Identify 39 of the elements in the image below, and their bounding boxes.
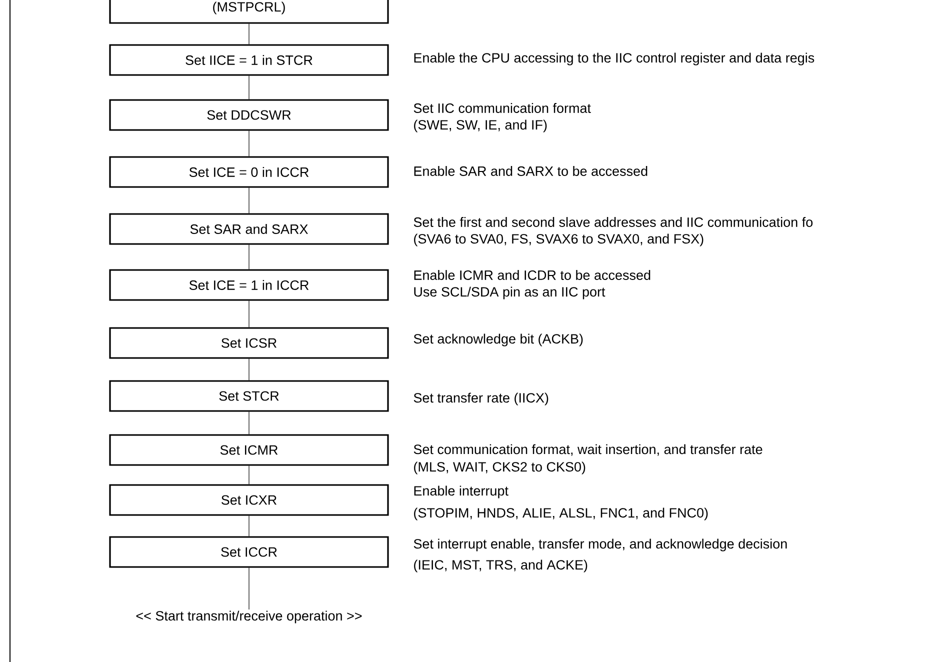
description-text: Enable the CPU accessing to the IIC control register and data regis xyxy=(414,52,814,66)
connector-line xyxy=(248,244,250,270)
end-note: << Start transmit/receive operation >> xyxy=(136,610,362,624)
process-box: Set ICMR xyxy=(109,434,389,466)
connector-line xyxy=(248,24,250,44)
process-box: Set ICXR xyxy=(109,484,389,516)
description-text: Enable SAR and SARX to be accessed xyxy=(414,166,648,176)
description-text: Set interrupt enable, transfer mode, and acknowledge decision xyxy=(414,538,787,552)
description-text: (STOPIM, HNDS, ALIE, ALSL, FNC1, and FNC0) xyxy=(414,508,708,520)
connector-line xyxy=(248,466,250,484)
description-text: Enable ICMR and ICDR to be accessed xyxy=(414,270,650,280)
description-text: Set acknowledge bit (ACKB) xyxy=(414,334,583,346)
connector-line xyxy=(248,300,250,328)
connector-line xyxy=(248,568,250,610)
description-text: Set communication format, wait insertion, and transfer rate xyxy=(414,444,762,456)
description-text: (SWE, SW, IE, and IF) xyxy=(414,120,547,132)
process-box: (MSTPCRL) xyxy=(109,0,389,24)
process-box: Set ICE = 1 in ICCR xyxy=(109,269,389,301)
process-box: Set DDCSWR xyxy=(109,99,389,131)
connector-line xyxy=(248,412,250,434)
description-text: Set IIC communication format xyxy=(414,103,591,113)
process-box: Set SAR and SARX xyxy=(109,213,389,245)
process-box: Set STCR xyxy=(109,380,389,412)
process-box: Set ICSR xyxy=(109,327,389,359)
process-box: Set IICE = 1 in STCR xyxy=(109,44,389,76)
process-box: Set ICE = 0 in ICCR xyxy=(109,156,389,188)
connector-line xyxy=(248,188,250,214)
connector-line xyxy=(248,358,250,380)
description-text: (SVA6 to SVA0, FS, SVAX6 to SVAX0, and FSX) xyxy=(414,234,704,246)
description-text: Use SCL/SDA pin as an IIC port xyxy=(414,286,606,300)
process-box: Set ICCR xyxy=(109,536,389,568)
connector-line xyxy=(248,130,250,156)
description-text: Enable interrupt xyxy=(414,486,508,498)
connector-line xyxy=(248,76,250,100)
connector-line xyxy=(248,516,250,536)
description-text: (MLS, WAIT, CKS2 to CKS0) xyxy=(414,462,586,474)
description-text: Set transfer rate (IICX) xyxy=(414,392,548,406)
description-text: Set the first and second slave addresses and IIC communication fo xyxy=(414,217,813,227)
description-text: (IEIC, MST, TRS, and ACKE) xyxy=(414,560,588,572)
